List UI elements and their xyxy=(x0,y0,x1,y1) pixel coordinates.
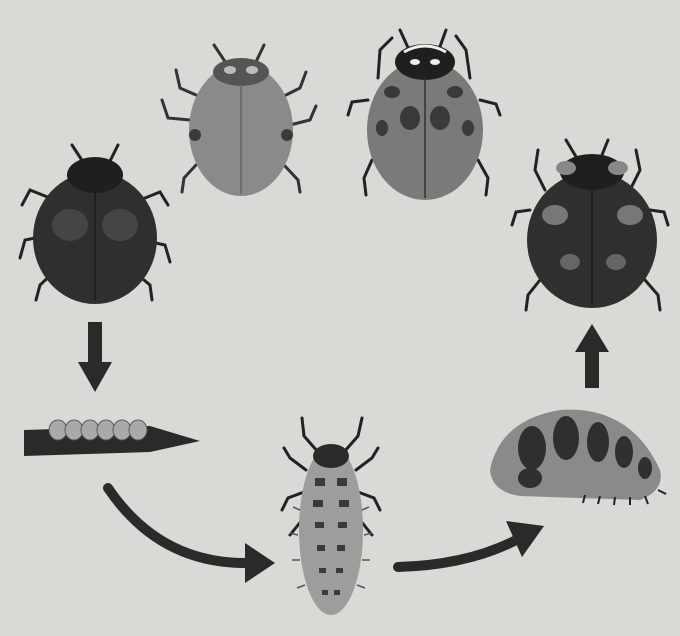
ladybird-life-cycle-diagram xyxy=(0,0,680,636)
